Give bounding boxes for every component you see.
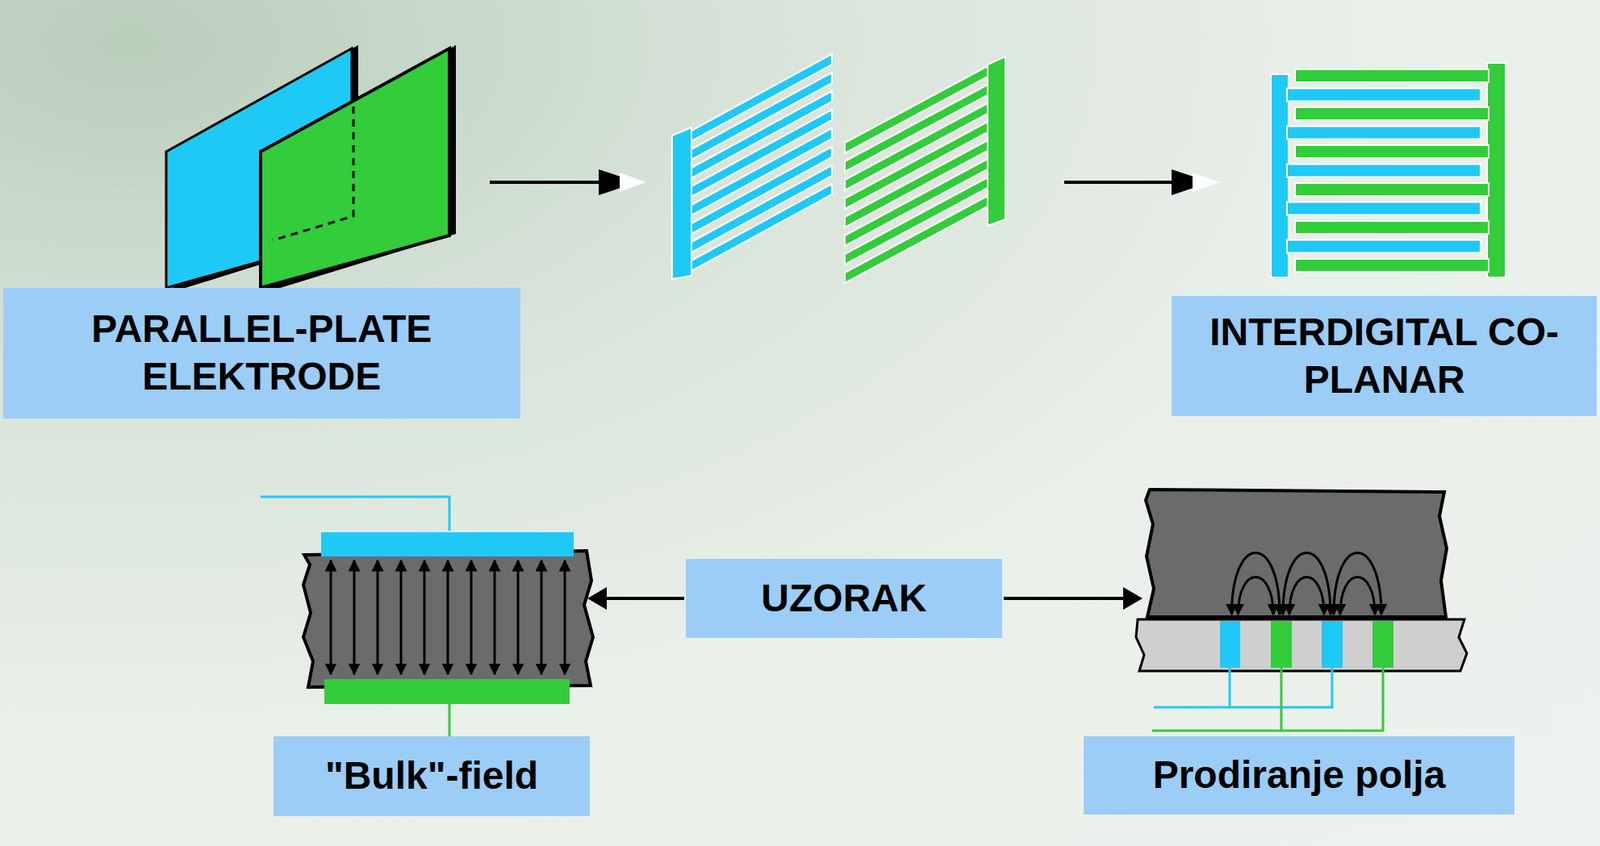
fringe-field-line <box>1340 577 1375 616</box>
idt-finger <box>1295 183 1489 197</box>
comb-finger <box>844 177 988 265</box>
field-line <box>563 560 567 675</box>
field-line <box>330 560 333 675</box>
idt-finger <box>1295 259 1489 272</box>
idt-finger <box>1295 221 1489 234</box>
field-line <box>353 560 356 675</box>
label-text: Prodiranje polja <box>1153 751 1446 800</box>
field-line <box>540 560 544 675</box>
field-line <box>400 560 403 675</box>
label-text: "Bulk"-field <box>325 752 539 801</box>
field-line <box>470 560 473 675</box>
comb-electrodes <box>672 54 1506 284</box>
field-line <box>517 560 520 675</box>
idt-finger <box>1286 126 1481 140</box>
parallel-plates <box>166 45 456 293</box>
idt-finger <box>1286 164 1481 178</box>
comb-finger <box>691 146 832 234</box>
label-text: INTERDIGITAL CO-PLANAR <box>1182 309 1586 404</box>
comb-finger <box>691 165 832 253</box>
bulk-field-sample <box>260 497 594 737</box>
electrode-label: PARALLEL-PLATE ELEKTRODE <box>3 288 521 419</box>
field-label: "Bulk"-field <box>273 736 590 817</box>
fringe-field-line <box>1232 553 1281 616</box>
fringe-field-sample <box>1136 489 1467 732</box>
idt-finger <box>1286 202 1481 216</box>
idt-finger <box>1295 107 1489 121</box>
fringe-field-line <box>1282 553 1331 616</box>
field-line <box>446 560 450 675</box>
field-line <box>423 560 427 675</box>
fringe-field-line <box>1238 577 1275 616</box>
comb-spine <box>987 56 1006 226</box>
fringe-field-line <box>1289 577 1325 616</box>
field-line <box>376 560 380 675</box>
comb-finger <box>691 183 832 272</box>
idt-finger <box>1295 145 1489 159</box>
label-text: PARALLEL-PLATE ELEKTRODE <box>14 305 510 401</box>
comb-finger <box>844 196 988 284</box>
label-text: UZORAK <box>760 575 927 623</box>
idt-spine <box>1270 74 1289 278</box>
electrode-label: INTERDIGITAL CO-PLANAR <box>1171 296 1597 417</box>
field-label: Prodiranje polja <box>1083 736 1515 815</box>
idt-finger <box>1286 88 1481 102</box>
sample-label: UZORAK <box>685 559 1003 639</box>
idt-finger <box>1295 69 1489 83</box>
fringe-field-line <box>1333 553 1382 616</box>
idt-spine <box>1487 62 1506 278</box>
idt-finger <box>1286 240 1481 254</box>
field-line <box>493 560 497 675</box>
comb-spine <box>672 127 692 280</box>
comb-finger <box>844 158 988 247</box>
